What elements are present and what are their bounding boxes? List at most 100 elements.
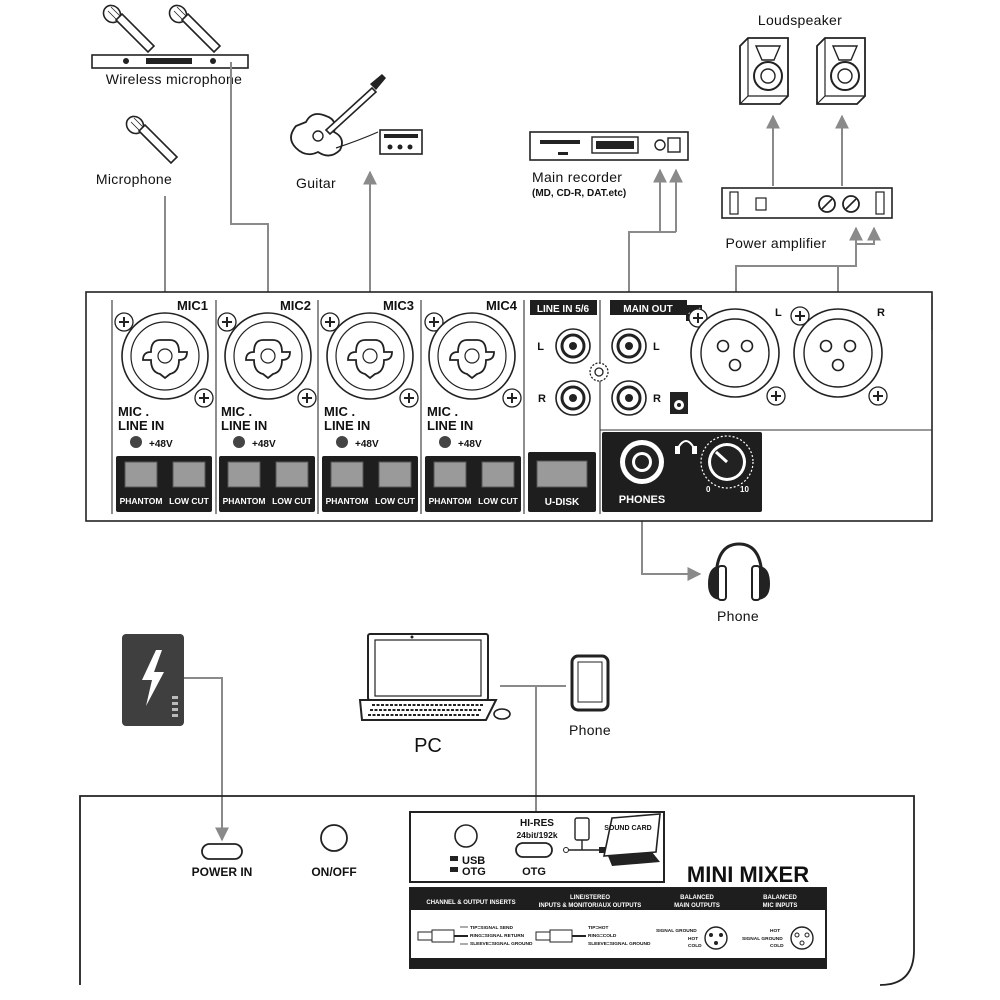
xlr-female-icon xyxy=(790,926,814,950)
rca-main-out-right[interactable] xyxy=(610,379,648,417)
main-out-section: MAIN OUT L R xyxy=(589,300,688,417)
xlr-out-left[interactable] xyxy=(690,308,780,398)
connector-legend: CHANNEL & OUTPUT INSERTS LINE/STEREO INP… xyxy=(409,887,827,969)
knob-max-label: 10 xyxy=(740,485,749,494)
power-in-label: POWER IN xyxy=(192,865,253,879)
rca-line-in-left[interactable] xyxy=(554,327,592,365)
phantom-label: +48V xyxy=(458,439,482,450)
line-in-left-label: L xyxy=(537,341,544,353)
xlr-male-icon xyxy=(704,926,728,950)
power-bank-icon xyxy=(122,634,184,726)
xlr-out-right[interactable] xyxy=(793,308,883,398)
channel-mic4: MIC4 MIC . LINE IN +48V PHANTOM LOW CUT xyxy=(424,298,522,512)
low-cut-button[interactable] xyxy=(172,461,206,488)
hires-label: HI-RES xyxy=(520,818,554,829)
phantom-led-icon xyxy=(336,436,348,448)
headphones-icon xyxy=(708,542,770,601)
u-disk-slot[interactable]: U-DISK xyxy=(528,452,596,512)
on-off-switch[interactable] xyxy=(320,824,348,852)
legend-text: RING=COLD xyxy=(588,933,617,939)
combo-jack-mic3[interactable] xyxy=(326,312,414,400)
phantom-led-icon xyxy=(130,436,142,448)
mini-mixer-title: MINI MIXER xyxy=(687,862,809,887)
legend-text: COLD xyxy=(688,943,702,949)
legend-text: TIP=SIGNAL SEND xyxy=(470,925,513,931)
phones-section: PHONES 0 10 xyxy=(602,432,762,512)
legend-text: SLEEVE=SIGNAL GROUND xyxy=(588,941,651,947)
legend-text: RING=SIGNAL RETURN xyxy=(470,933,525,939)
low-cut-button[interactable] xyxy=(481,461,515,488)
legend-inserts-title: CHANNEL & OUTPUT INSERTS xyxy=(426,900,515,906)
phantom-button[interactable] xyxy=(124,461,158,488)
trs-plug-icon xyxy=(535,929,586,943)
legend-text: HOT xyxy=(770,928,780,934)
power-amplifier-icon xyxy=(721,187,893,219)
channel-label: MIC2 xyxy=(280,298,311,313)
wireless-microphone-icon xyxy=(91,1,249,69)
jack-label: LINE IN xyxy=(427,418,473,433)
knob-min-label: 0 xyxy=(706,485,711,494)
volume-knob[interactable] xyxy=(700,435,754,489)
usb-label: USB xyxy=(462,855,485,867)
combo-jack-mic2[interactable] xyxy=(224,312,312,400)
low-cut-button-label: LOW CUT xyxy=(272,496,312,506)
legend-main-subtitle: MAIN OUTPUTS xyxy=(674,903,720,909)
jack-label: LINE IN xyxy=(118,418,164,433)
mobile-phone-icon xyxy=(570,654,610,712)
low-cut-button-label: LOW CUT xyxy=(375,496,415,506)
legend-text: COLD xyxy=(770,943,784,949)
main-recorder-label: Main recorder xyxy=(532,169,622,185)
headphones-small-icon xyxy=(675,440,697,454)
legend-mic-subtitle: MIC INPUTS xyxy=(763,903,798,909)
legend-text: TIP=HOT xyxy=(588,925,608,931)
xlr-right-label: R xyxy=(877,307,885,319)
phantom-label: +48V xyxy=(252,439,276,450)
xlr-outputs: L R xyxy=(686,305,888,406)
phantom-led-icon xyxy=(439,436,451,448)
jack-label: MIC . xyxy=(118,404,149,419)
otg-port[interactable] xyxy=(515,842,553,858)
jack-label: MIC . xyxy=(221,404,252,419)
combo-jack-mic1[interactable] xyxy=(121,312,209,400)
wireless-microphone-label: Wireless microphone xyxy=(106,71,242,87)
rca-line-in-right[interactable] xyxy=(554,379,592,417)
main-out-title: MAIN OUT xyxy=(623,304,672,315)
effects-pedal-icon xyxy=(379,129,423,155)
low-cut-button-label: LOW CUT xyxy=(478,496,518,506)
sound-card-label: SOUND CARD xyxy=(604,825,651,832)
power-in-port[interactable] xyxy=(201,843,243,860)
trs-insert-plug-icon xyxy=(417,926,468,945)
channel-label: MIC3 xyxy=(383,298,414,313)
jack-label: MIC . xyxy=(324,404,355,419)
legend-text: SIGNAL GROUND xyxy=(656,928,697,934)
phantom-button[interactable] xyxy=(227,461,261,488)
jack-label: MIC . xyxy=(427,404,458,419)
phantom-button[interactable] xyxy=(433,461,467,488)
channel-label: MIC4 xyxy=(486,298,518,313)
phones-label: PHONES xyxy=(619,494,665,506)
jack-label: LINE IN xyxy=(324,418,370,433)
line-in-section: LINE IN 5/6 L R U-DISK xyxy=(528,300,597,512)
xlr-left-label: L xyxy=(775,307,782,319)
line-in-right-label: R xyxy=(538,393,546,405)
low-cut-button[interactable] xyxy=(275,461,309,488)
jack-label: LINE IN xyxy=(221,418,267,433)
phantom-button[interactable] xyxy=(330,461,364,488)
main-recorder-sublabel: (MD, CD-R, DAT.etc) xyxy=(532,188,626,199)
otg-label: OTG xyxy=(522,866,546,878)
rca-main-out-left[interactable] xyxy=(610,327,648,365)
phones-jack[interactable] xyxy=(620,440,664,484)
laptop-icon xyxy=(358,633,511,721)
phantom-button-label: PHANTOM xyxy=(120,496,163,506)
combo-jack-mic4[interactable] xyxy=(428,312,516,400)
low-cut-button[interactable] xyxy=(378,461,412,488)
usb-port[interactable] xyxy=(454,824,478,848)
channel-mic3: MIC3 MIC . LINE IN +48V PHANTOM LOW CUT xyxy=(320,298,419,512)
phantom-label: +48V xyxy=(355,439,379,450)
line-in-title: LINE IN 5/6 xyxy=(537,304,590,315)
phantom-label: +48V xyxy=(149,439,173,450)
low-cut-button-label: LOW CUT xyxy=(169,496,209,506)
main-out-left-label: L xyxy=(653,341,660,353)
legend-main-title: BALANCED xyxy=(680,895,714,901)
microphone-label: Microphone xyxy=(96,171,172,187)
